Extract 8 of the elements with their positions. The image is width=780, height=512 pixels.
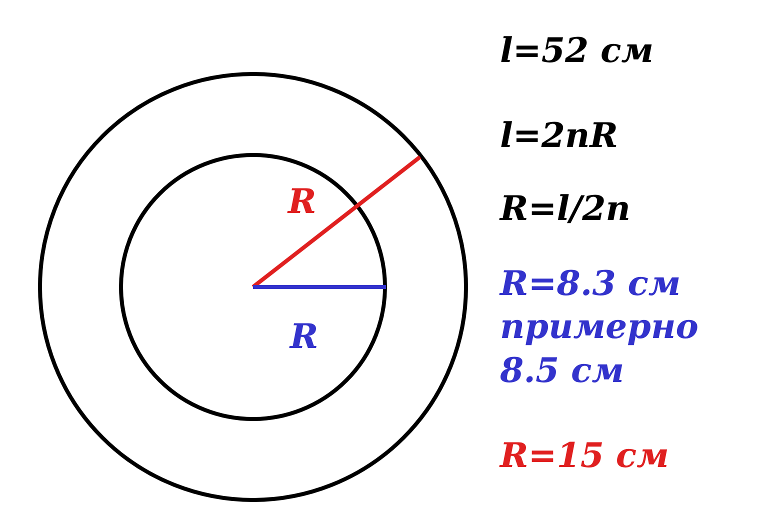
formula-text: l=2пR [500,117,618,155]
result-text: R=8.3 см [500,265,681,303]
result-text: примерно 8.5 см [500,306,700,393]
formula-text: R=l/2п [500,190,630,228]
formula-text: l=52 см [500,32,654,70]
radius-label: R [288,183,316,221]
radius-label: R [290,318,318,356]
result-text: R=15 см [500,437,669,475]
